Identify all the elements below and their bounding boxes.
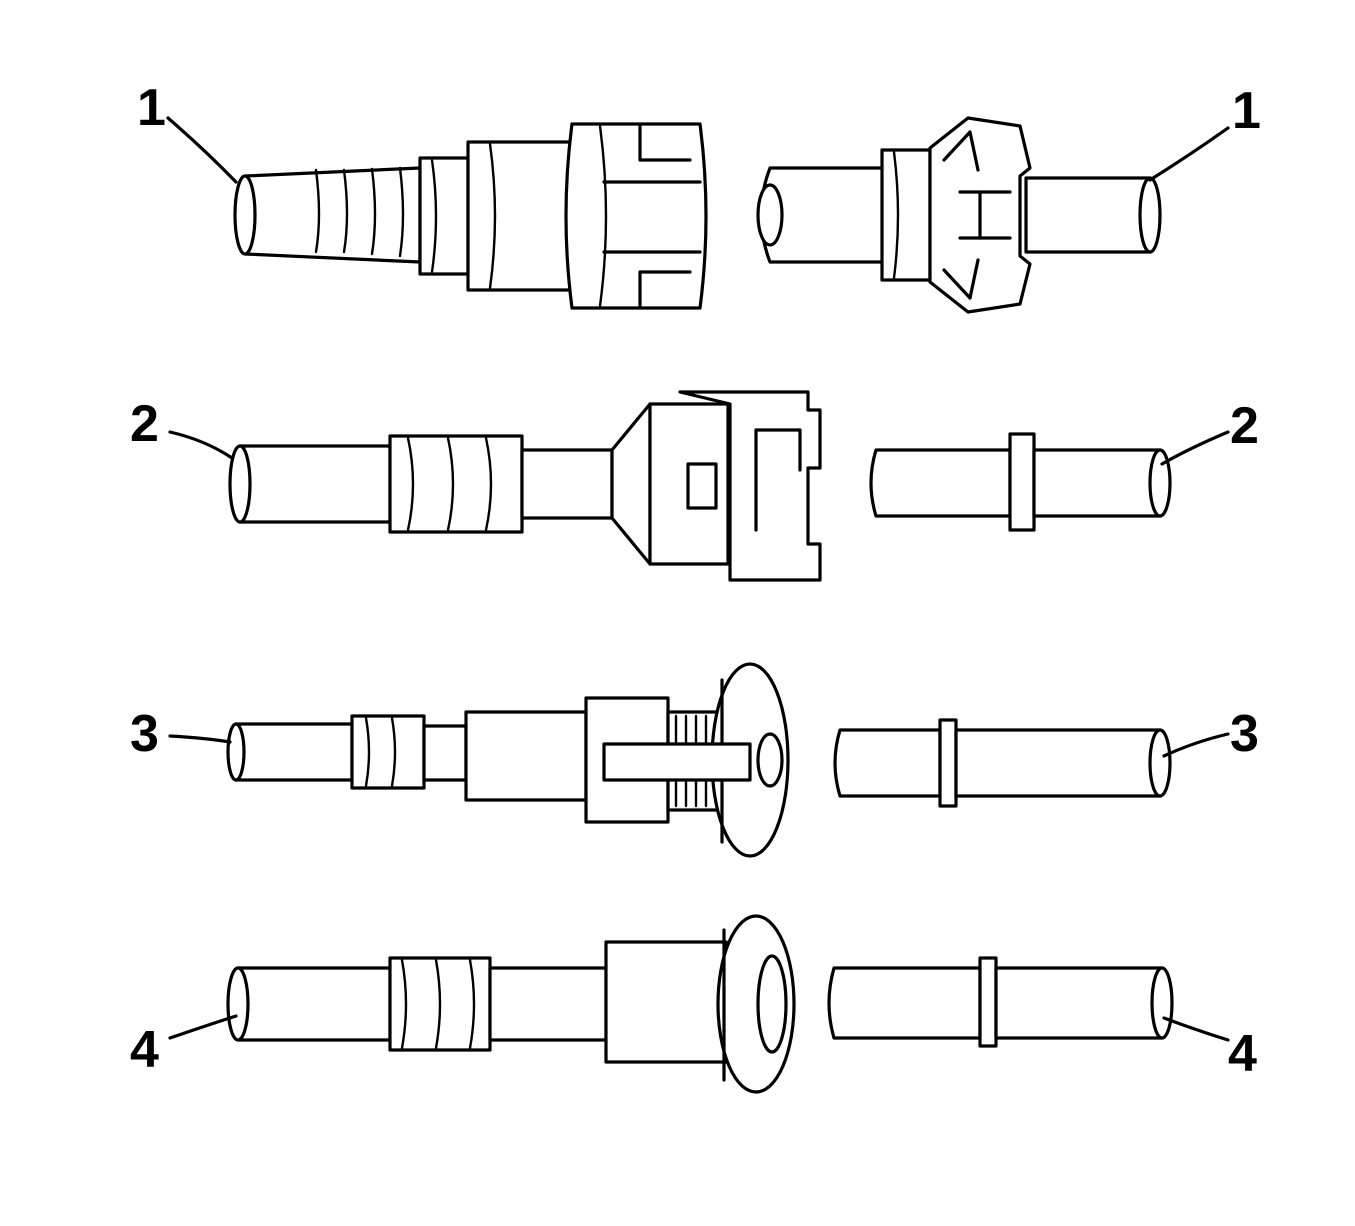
- row-4-female-connector: [226, 914, 796, 1094]
- row-1-female-connector: [233, 122, 708, 310]
- leader-line-4-left: [168, 1014, 238, 1040]
- leader-line-1-left: [166, 116, 238, 184]
- row-3-male-connector: [833, 718, 1172, 808]
- leader-line-1-right: [1148, 126, 1230, 182]
- row-2-male-connector: [869, 432, 1172, 532]
- callout-3-right: 3: [1230, 705, 1259, 763]
- row-2-female-connector: [228, 390, 822, 582]
- callout-2-right: 2: [1230, 397, 1259, 455]
- callout-1-right: 1: [1232, 82, 1261, 140]
- leader-line-3-left: [168, 734, 232, 744]
- callout-2-left: 2: [130, 395, 159, 453]
- row-1-male-connector: [756, 116, 1162, 314]
- callout-4-left: 4: [130, 1021, 159, 1079]
- callout-1-left: 1: [137, 79, 166, 137]
- callout-3-left: 3: [130, 705, 159, 763]
- leader-lines: [166, 116, 1230, 1042]
- leader-line-3-right: [1162, 732, 1230, 758]
- row-4-male-connector: [827, 956, 1174, 1048]
- leader-line-2-left: [168, 430, 234, 460]
- leader-line-4-right: [1162, 1016, 1230, 1042]
- row-3-female-connector: [226, 662, 790, 858]
- leader-line-2-right: [1160, 430, 1230, 466]
- callout-4-right: 4: [1228, 1025, 1257, 1083]
